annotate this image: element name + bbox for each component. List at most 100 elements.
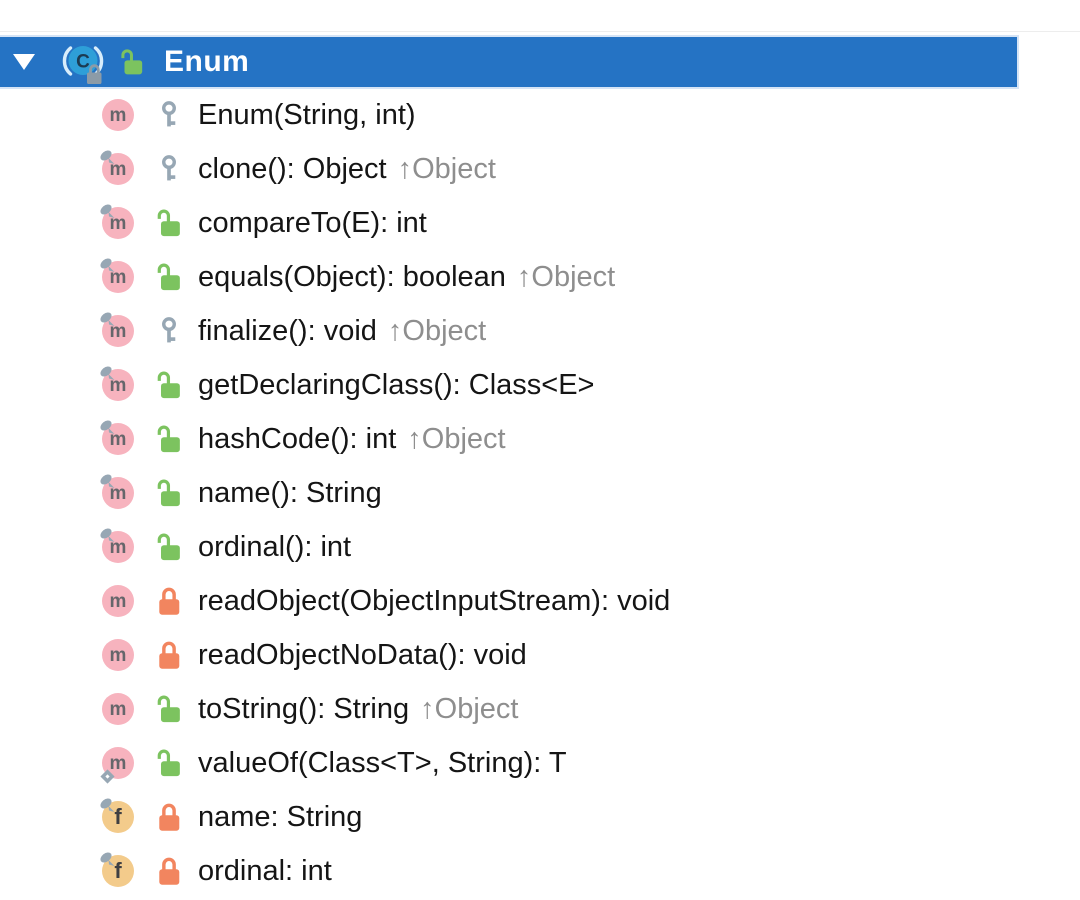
- member-label: toString(): String: [198, 692, 410, 725]
- member-label: name: String: [198, 800, 363, 833]
- method-icon: m: [98, 743, 138, 784]
- inherited-from-label: ↑Object: [397, 152, 496, 185]
- member-list: m Enum(String, int) m clone(): Object ↑O…: [0, 88, 1080, 898]
- member-row[interactable]: m readObjectNoData(): void: [0, 628, 1080, 682]
- key-icon: [154, 315, 184, 347]
- field-icon: f: [98, 851, 138, 891]
- member-row[interactable]: m readObject(ObjectInputStream): void: [0, 574, 1080, 628]
- svg-text:m: m: [110, 591, 127, 612]
- method-icon: m: [98, 527, 138, 567]
- open-lock-icon: [154, 477, 184, 509]
- open-lock-icon: [154, 531, 184, 563]
- final-pin-icon: [100, 366, 115, 380]
- open-lock-icon: [154, 747, 184, 779]
- member-row[interactable]: m ordinal(): int: [0, 520, 1080, 574]
- closed-lock-icon: [154, 639, 184, 671]
- svg-text:f: f: [114, 858, 122, 883]
- method-icon: m: [98, 203, 138, 243]
- open-lock-icon: [118, 47, 146, 77]
- expand-arrow-icon[interactable]: [12, 53, 36, 71]
- final-pin-icon: [100, 312, 115, 326]
- svg-text:m: m: [110, 375, 127, 396]
- inherited-from-label: ↑Object: [407, 422, 506, 455]
- panel-separator: [0, 31, 1080, 32]
- method-icon: m: [98, 95, 138, 135]
- member-label: getDeclaringClass(): Class<E>: [198, 368, 595, 401]
- final-pin-icon: [100, 852, 115, 866]
- member-label: readObjectNoData(): void: [198, 638, 527, 671]
- member-label: Enum(String, int): [198, 98, 416, 131]
- svg-text:m: m: [110, 753, 127, 774]
- svg-text:C: C: [76, 52, 90, 73]
- member-row[interactable]: m getDeclaringClass(): Class<E>: [0, 358, 1080, 412]
- member-label: valueOf(Class<T>, String): T: [198, 746, 567, 779]
- final-pin-icon: [100, 150, 115, 164]
- member-row[interactable]: m equals(Object): boolean ↑Object: [0, 250, 1080, 304]
- method-icon: m: [98, 581, 138, 621]
- closed-lock-icon: [154, 855, 184, 887]
- svg-text:m: m: [110, 159, 127, 180]
- open-lock-icon: [154, 369, 184, 401]
- method-icon: m: [98, 635, 138, 675]
- member-row[interactable]: m finalize(): void ↑Object: [0, 304, 1080, 358]
- method-icon: m: [98, 365, 138, 405]
- member-row[interactable]: f ordinal: int: [0, 844, 1080, 898]
- static-diamond-icon: [100, 769, 115, 784]
- method-icon: m: [98, 689, 138, 729]
- open-lock-icon: [154, 207, 184, 239]
- member-row[interactable]: m hashCode(): int ↑Object: [0, 412, 1080, 466]
- inherited-from-label: ↑Object: [420, 692, 519, 725]
- member-row[interactable]: m compareTo(E): int: [0, 196, 1080, 250]
- svg-text:m: m: [110, 483, 127, 504]
- readonly-lock-icon: [87, 64, 102, 84]
- field-icon: f: [98, 797, 138, 837]
- member-label: hashCode(): int: [198, 422, 397, 455]
- svg-text:m: m: [110, 699, 127, 720]
- method-icon: m: [98, 473, 138, 513]
- svg-text:f: f: [114, 804, 122, 829]
- final-pin-icon: [100, 258, 115, 272]
- member-label: finalize(): void: [198, 314, 377, 347]
- class-icon: C: [60, 39, 106, 85]
- member-label: name(): String: [198, 476, 382, 509]
- svg-text:m: m: [110, 429, 127, 450]
- svg-text:m: m: [110, 645, 127, 666]
- member-row[interactable]: m Enum(String, int): [0, 88, 1080, 142]
- inherited-from-label: ↑Object: [516, 260, 616, 293]
- member-row[interactable]: f name: String: [0, 790, 1080, 844]
- method-icon: m: [98, 257, 138, 297]
- class-name-label: Enum: [164, 45, 250, 78]
- method-icon: m: [98, 149, 138, 189]
- member-row[interactable]: m toString(): String ↑Object: [0, 682, 1080, 736]
- member-row[interactable]: m name(): String: [0, 466, 1080, 520]
- svg-text:m: m: [110, 105, 127, 126]
- svg-text:m: m: [110, 213, 127, 234]
- final-pin-icon: [100, 528, 115, 542]
- member-label: ordinal(): int: [198, 530, 352, 563]
- svg-text:m: m: [110, 321, 127, 342]
- open-lock-icon: [154, 693, 184, 725]
- final-pin-icon: [100, 204, 115, 218]
- member-label: readObject(ObjectInputStream): void: [198, 584, 671, 617]
- key-icon: [154, 153, 184, 185]
- svg-text:m: m: [110, 267, 127, 288]
- structure-header-enum-row[interactable]: C Enum: [0, 37, 1017, 87]
- closed-lock-icon: [154, 585, 184, 617]
- method-icon: m: [98, 311, 138, 351]
- final-pin-icon: [100, 420, 115, 434]
- open-lock-icon: [154, 423, 184, 455]
- member-label: ordinal: int: [198, 854, 332, 887]
- member-row[interactable]: m clone(): Object ↑Object: [0, 142, 1080, 196]
- method-icon: m: [98, 419, 138, 459]
- member-label: compareTo(E): int: [198, 206, 427, 239]
- member-label: clone(): Object: [198, 152, 387, 185]
- key-icon: [154, 99, 184, 131]
- final-pin-icon: [100, 798, 115, 812]
- member-label: equals(Object): boolean: [198, 260, 506, 293]
- closed-lock-icon: [154, 801, 184, 833]
- open-lock-icon: [154, 261, 184, 293]
- final-pin-icon: [100, 474, 115, 488]
- inherited-from-label: ↑Object: [387, 314, 487, 347]
- member-row[interactable]: m valueOf(Class<T>, String): T: [0, 736, 1080, 790]
- svg-text:m: m: [110, 537, 127, 558]
